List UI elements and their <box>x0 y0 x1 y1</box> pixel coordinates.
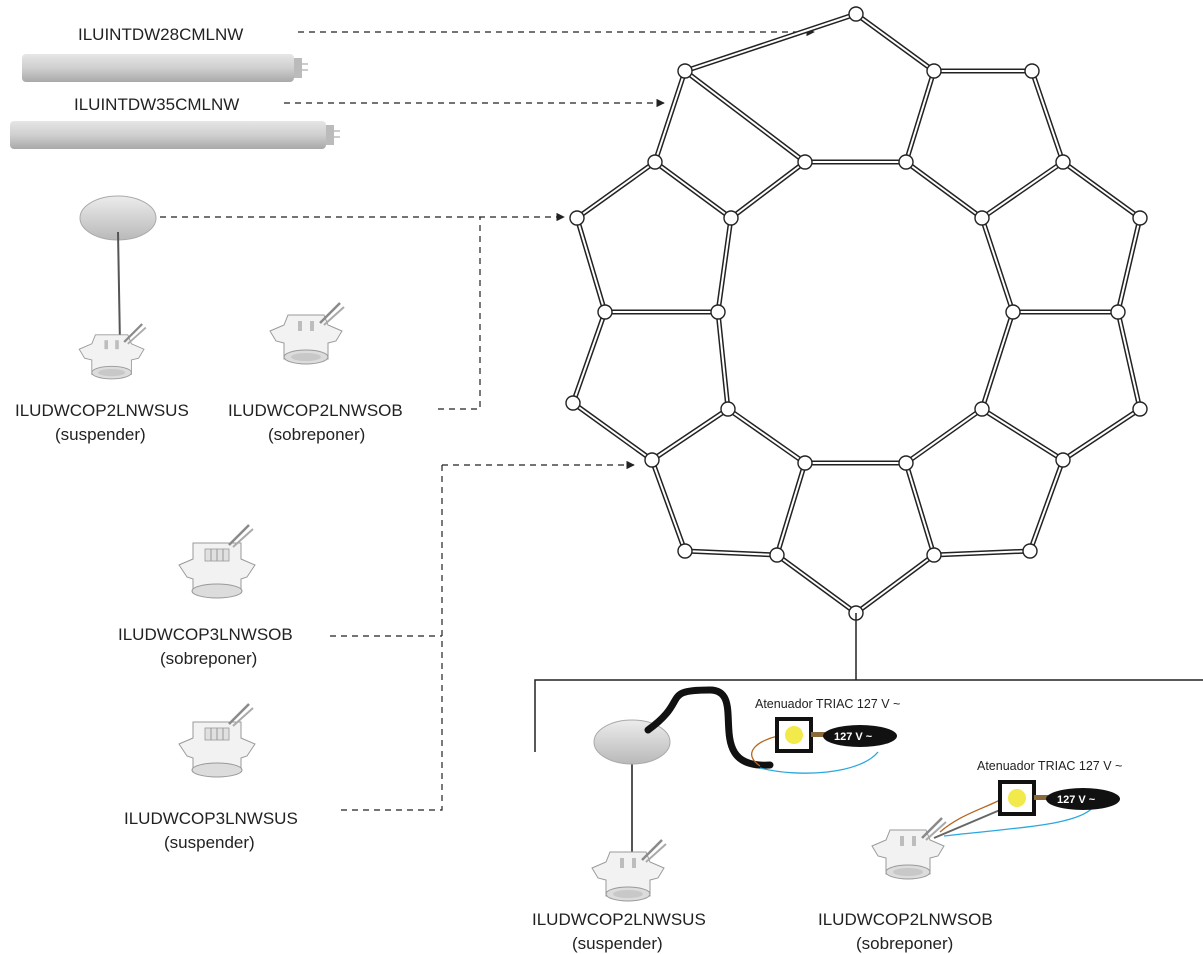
ring-node <box>565 395 581 411</box>
hexagon-ring-structure <box>570 11 1143 616</box>
callout-lines <box>160 27 815 811</box>
ring-node <box>1110 304 1126 320</box>
ring-edge-inner <box>905 462 935 556</box>
ring-node <box>677 543 693 559</box>
ring-edge-inner <box>981 408 1064 461</box>
ring-edge-inner <box>651 408 729 461</box>
connector-3-sus-mode: (suspender) <box>164 833 255 852</box>
ring-edge-inner <box>855 13 935 72</box>
connector-2-sus-mode: (suspender) <box>55 425 146 444</box>
voltage-badge-left <box>823 725 897 747</box>
ring-edge-inner <box>1029 459 1064 552</box>
ring-node <box>898 154 914 170</box>
ring-edge-inner <box>1062 408 1141 461</box>
wiring-left-wires <box>751 735 879 774</box>
surface-connector-image <box>268 301 346 366</box>
connector-3-sus-code: ILUDWCOP3LNWSUS <box>124 809 298 828</box>
connector-3-sus-image <box>177 702 257 779</box>
ring-node <box>723 210 739 226</box>
ring-node <box>797 455 813 471</box>
ring-node <box>720 401 736 417</box>
power-feed-line <box>534 613 1203 752</box>
ring-edge-inner <box>684 70 806 163</box>
ring-edge-inner <box>654 161 732 219</box>
ring-edge-inner <box>1031 70 1064 163</box>
ring-node <box>898 455 914 471</box>
profile-35-code: ILUINTDW35CMLNW <box>74 95 239 114</box>
wiring-left-canopy-image <box>590 686 774 903</box>
dimmer-right-label: Atenuador TRIAC 127 V ~ <box>977 759 1122 773</box>
ring-node <box>1132 401 1148 417</box>
ring-node <box>677 63 693 79</box>
ring-edge-inner <box>776 462 806 556</box>
suspended-connector-image <box>78 195 157 381</box>
ring-node <box>974 401 990 417</box>
connector-3-sob-code: ILUDWCOP3LNWSOB <box>118 625 293 644</box>
ring-node <box>1055 154 1071 170</box>
ring-edge-inner <box>717 311 729 410</box>
dimmer-left <box>775 717 825 753</box>
ring-node <box>926 547 942 563</box>
profile-35-image <box>10 121 340 149</box>
dimmer-right <box>998 780 1048 816</box>
ring-edge-inner <box>1117 217 1141 313</box>
ring-edge-inner <box>651 459 686 552</box>
ring-edge-inner <box>717 217 732 313</box>
ring-edge-inner <box>1062 161 1141 219</box>
ring-node <box>647 154 663 170</box>
ring-edge-inner <box>981 217 1014 313</box>
ring-edge-inner <box>776 554 857 614</box>
ring-node <box>1022 543 1038 559</box>
ring-edge-inner <box>981 161 1064 219</box>
profile-28-image <box>22 54 308 82</box>
wiring-right-connector-image <box>870 809 1001 881</box>
connector-2-sus-code: ILUDWCOP2LNWSUS <box>15 401 189 420</box>
connector-3-sob-mode: (sobreponer) <box>160 649 257 668</box>
profile-28-code: ILUINTDW28CMLNW <box>78 25 243 44</box>
wiring-left-code: ILUDWCOP2LNWSUS <box>532 910 706 929</box>
ring-edge-inner <box>905 70 935 163</box>
connector-3-sob-image <box>177 523 257 600</box>
ring-edge-inner <box>654 70 686 163</box>
ring-edge-inner <box>684 13 857 72</box>
ring-edge-inner <box>684 550 778 556</box>
ring-edge-inner <box>855 554 935 614</box>
ring-node <box>848 6 864 22</box>
dimmer-left-label: Atenuador TRIAC 127 V ~ <box>755 697 900 711</box>
ring-edge-inner <box>727 408 806 464</box>
ring-node <box>1132 210 1148 226</box>
voltage-left-text: 127 V ~ <box>834 731 873 743</box>
ring-edge-inner <box>905 408 983 464</box>
wiring-right-wires <box>939 799 1095 837</box>
ring-node <box>797 154 813 170</box>
ring-node <box>1005 304 1021 320</box>
voltage-badge-right <box>1046 788 1120 810</box>
connector-2-sob-mode: (sobreponer) <box>268 425 365 444</box>
ring-node <box>1055 452 1071 468</box>
ring-node <box>1024 63 1040 79</box>
ring-edge-inner <box>730 161 806 219</box>
wiring-left-mode: (suspender) <box>572 934 663 953</box>
wiring-right-code: ILUDWCOP2LNWSOB <box>818 910 993 929</box>
ring-node <box>644 452 660 468</box>
connector-2-sob-code: ILUDWCOP2LNWSOB <box>228 401 403 420</box>
ring-edge-inner <box>572 402 653 461</box>
ring-edge-inner <box>576 161 656 219</box>
ring-edge-inner <box>981 311 1014 410</box>
ring-connector-nodes <box>565 6 1148 621</box>
ring-node <box>710 304 726 320</box>
ring-node <box>926 63 942 79</box>
ring-node <box>974 210 990 226</box>
ring-edge-inner <box>1117 311 1141 410</box>
wiring-right-mode: (sobreponer) <box>856 934 953 953</box>
voltage-right-text: 127 V ~ <box>1057 794 1096 806</box>
ring-edge-inner <box>576 217 606 313</box>
ring-edge-inner <box>933 550 1031 556</box>
ring-node <box>769 547 785 563</box>
ring-node <box>597 304 613 320</box>
ring-edge-inner <box>905 161 983 219</box>
ring-node <box>569 210 585 226</box>
ring-edge-inner <box>572 311 606 404</box>
